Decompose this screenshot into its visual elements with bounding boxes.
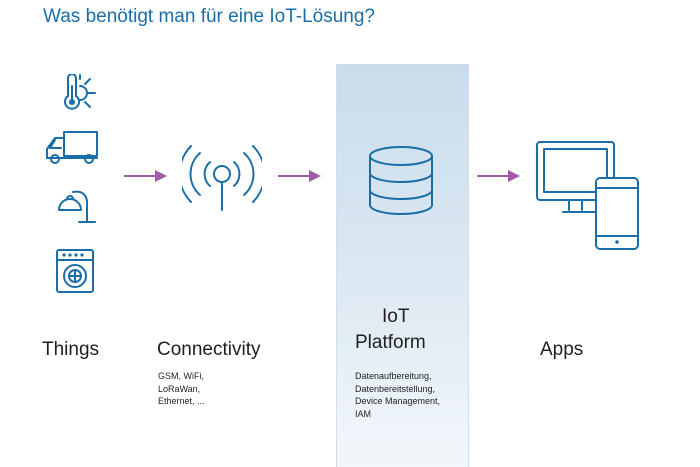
platform-detail-line: Datenaufbereitung, — [355, 371, 432, 381]
database-icon — [366, 145, 436, 217]
platform-detail-line: IAM — [355, 408, 372, 419]
platform-details: Datenaufbereitung, Datenbereitstellung, … — [355, 370, 440, 420]
platform-detail-line: Device Management, — [355, 396, 441, 406]
connectivity-label: Connectivity — [157, 339, 261, 360]
desktop-smartphone-icon — [535, 140, 645, 252]
connectivity-details: GSM, WiFi, LoRaWan, Ethernet, ... — [158, 370, 205, 408]
connectivity-detail-line: LoRaWan, — [158, 383, 201, 394]
platform-detail-line: Datenbereitstellung, — [355, 383, 436, 394]
truck-icon — [44, 130, 100, 166]
diagram-title: Was benötigt man für eine IoT-Lösung? — [43, 6, 375, 27]
arrow-things-to-connectivity — [124, 169, 168, 188]
desk-lamp-icon — [55, 184, 97, 226]
connectivity-detail-line: GSM, WiFi, — [158, 371, 204, 381]
arrow-platform-to-apps — [477, 169, 521, 188]
platform-label-line2: Platform — [355, 332, 426, 353]
thermometer-sun-icon — [58, 74, 100, 112]
antenna-signal-icon — [182, 144, 262, 214]
washing-machine-icon — [55, 248, 95, 294]
apps-label: Apps — [540, 339, 584, 360]
things-label: Things — [42, 339, 100, 360]
arrow-connectivity-to-platform — [278, 169, 322, 188]
connectivity-detail-line: Ethernet, ... — [158, 396, 205, 406]
platform-panel — [336, 64, 469, 467]
platform-label-line1: IoT — [382, 306, 410, 327]
